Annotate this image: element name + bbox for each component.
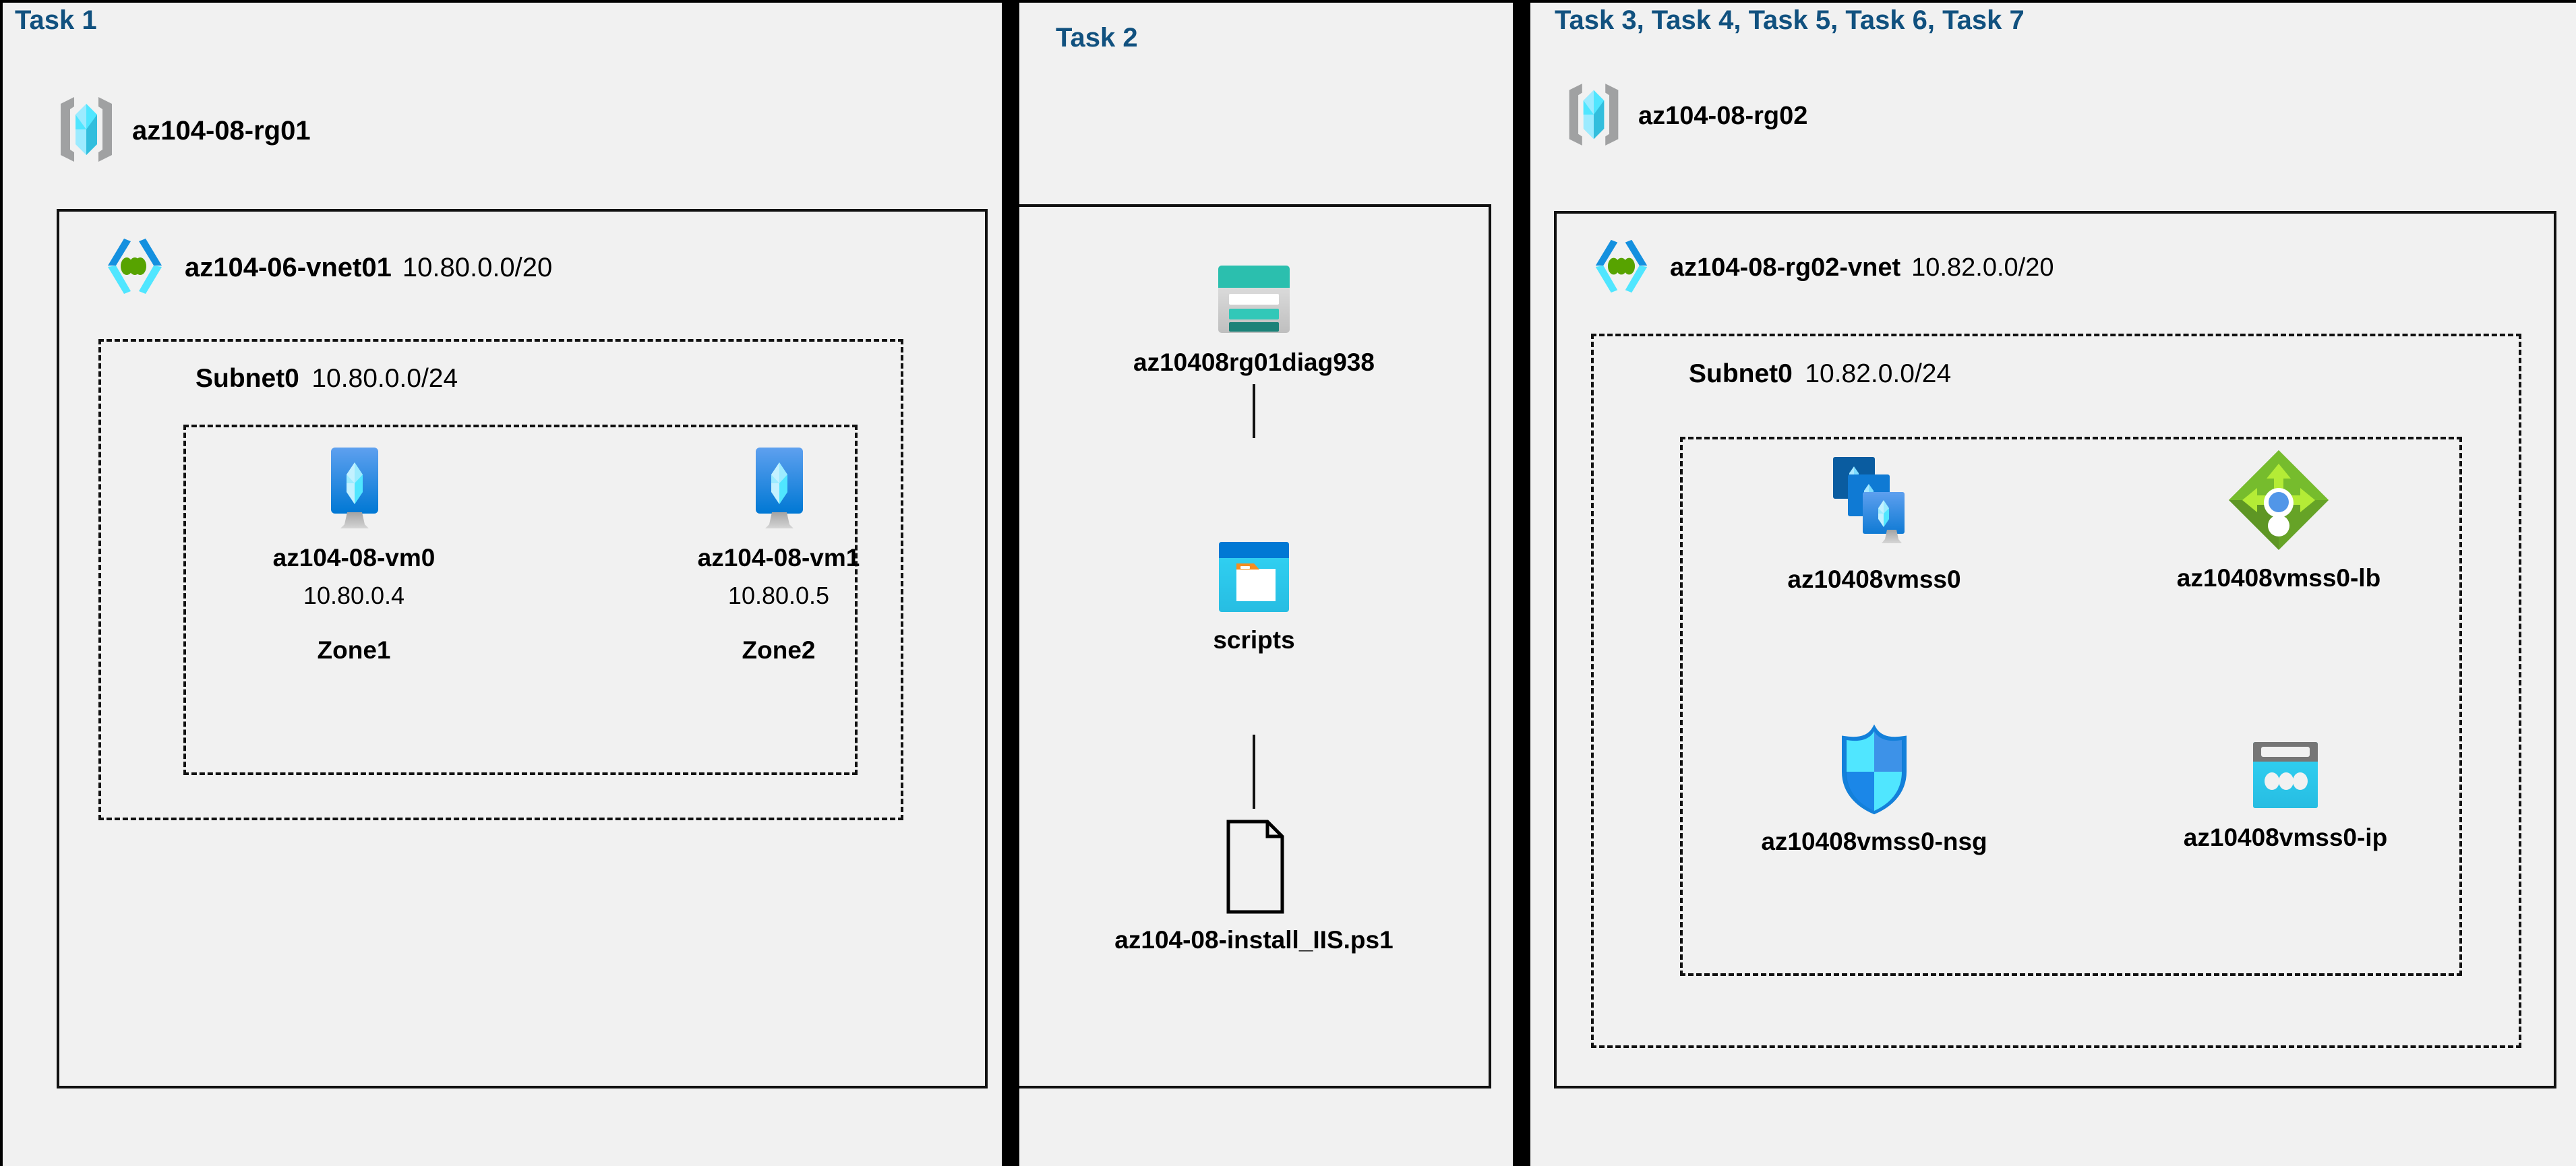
load-balancer-node[interactable]: az10408vmss0-lb — [2083, 448, 2474, 594]
subnet-name: Subnet0 — [1689, 359, 1793, 388]
subnet-title-task3: Subnet0 10.82.0.0/24 — [1689, 359, 1951, 389]
vnet-cidr: 10.80.0.0/20 — [402, 253, 553, 282]
storage-account-name: az10408rg01diag938 — [1133, 348, 1375, 376]
connector-storage-to-scripts — [1253, 384, 1255, 438]
vm-ip: 10.80.0.5 — [727, 582, 830, 610]
subnet-cidr: 10.80.0.0/24 — [311, 364, 458, 393]
nsg-name: az10408vmss0-nsg — [1761, 828, 1987, 855]
vm-zone: Zone1 — [317, 636, 391, 665]
public-ip-node[interactable]: az10408vmss0-ip — [2103, 738, 2467, 853]
resource-group-name: az104-08-rg01 — [132, 116, 311, 146]
canvas-top-border — [0, 0, 2576, 3]
virtual-machine-icon — [661, 445, 897, 536]
load-balancer-icon — [2083, 448, 2474, 556]
subnet-cidr: 10.82.0.0/24 — [1805, 359, 1952, 388]
file-icon — [1038, 819, 1470, 918]
resource-group-inner-box-task3 — [1680, 437, 2462, 976]
vm-node-az104-08-vm1[interactable]: az104-08-vm1 10.80.0.5 Zone2 — [661, 445, 897, 667]
vnet-name: az104-08-rg02-vnet — [1670, 253, 1901, 282]
storage-account-icon — [1065, 263, 1443, 340]
vnet-header-rg02-vnet: az104-08-rg02-vnet 10.82.0.0/20 — [1588, 237, 2054, 299]
virtual-network-icon — [1588, 237, 1655, 299]
task-2-content-box — [1019, 204, 1491, 1088]
subnet-name: Subnet0 — [196, 364, 299, 393]
resource-group-icon — [1564, 81, 1623, 152]
column-divider-2 — [1513, 0, 1530, 1166]
vm-name: az104-08-vm1 — [697, 544, 860, 572]
load-balancer-name: az10408vmss0-lb — [2176, 564, 2381, 592]
resource-group-header-rg01: az104-08-rg01 — [55, 94, 311, 168]
vm-scale-set-icon — [1726, 452, 2023, 557]
blob-container-node[interactable]: scripts — [1112, 539, 1396, 656]
task-3-7-label: Task 3, Task 4, Task 5, Task 6, Task 7 — [1555, 5, 2025, 35]
virtual-network-icon — [100, 236, 170, 300]
task-1-label: Task 1 — [15, 5, 97, 35]
subnet-box-subnet0-task1 — [98, 339, 903, 820]
resource-group-box-rg02 — [1554, 211, 2556, 1088]
subnet-title-task1: Subnet0 10.80.0.0/24 — [196, 364, 458, 394]
script-file-name: az104-08-install_IIS.ps1 — [1114, 926, 1394, 954]
vm-ip: 10.80.0.4 — [303, 582, 405, 610]
blob-container-icon — [1112, 539, 1396, 618]
resource-group-header-rg02: az104-08-rg02 — [1564, 81, 1807, 152]
vm-group-box-task1 — [183, 425, 858, 775]
vnet-header-vnet01: az104-06-vnet01 10.80.0.0/20 — [100, 236, 552, 300]
blob-container-name: scripts — [1213, 626, 1295, 654]
vnet-name: az104-06-vnet01 — [185, 253, 392, 282]
vnet-cidr: 10.82.0.0/20 — [1911, 253, 2054, 282]
vm-name: az104-08-vm0 — [272, 544, 436, 572]
virtual-machine-icon — [236, 445, 472, 536]
vm-zone: Zone2 — [742, 636, 816, 665]
task-2-label: Task 2 — [1056, 23, 1138, 53]
script-file-node[interactable]: az104-08-install_IIS.ps1 — [1038, 819, 1470, 956]
public-ip-name: az10408vmss0-ip — [2183, 824, 2388, 851]
vmss-name: az10408vmss0 — [1787, 565, 1961, 593]
resource-group-box-rg01 — [57, 209, 988, 1088]
connector-scripts-to-file — [1253, 735, 1255, 809]
public-ip-address-icon — [2103, 738, 2467, 816]
nsg-node[interactable]: az10408vmss0-nsg — [1726, 724, 2023, 857]
canvas-left-border — [0, 0, 3, 1166]
subnet-box-subnet0-task3 — [1591, 334, 2521, 1048]
storage-account-node[interactable]: az10408rg01diag938 — [1065, 263, 1443, 378]
resource-group-icon — [55, 94, 117, 168]
vm-node-az104-08-vm0[interactable]: az104-08-vm0 10.80.0.4 Zone1 — [236, 445, 472, 667]
vmss-node-az10408vmss0[interactable]: az10408vmss0 — [1726, 452, 2023, 595]
column-divider-1 — [1002, 0, 1019, 1166]
resource-group-name: az104-08-rg02 — [1638, 102, 1808, 130]
network-security-group-icon — [1726, 724, 2023, 820]
